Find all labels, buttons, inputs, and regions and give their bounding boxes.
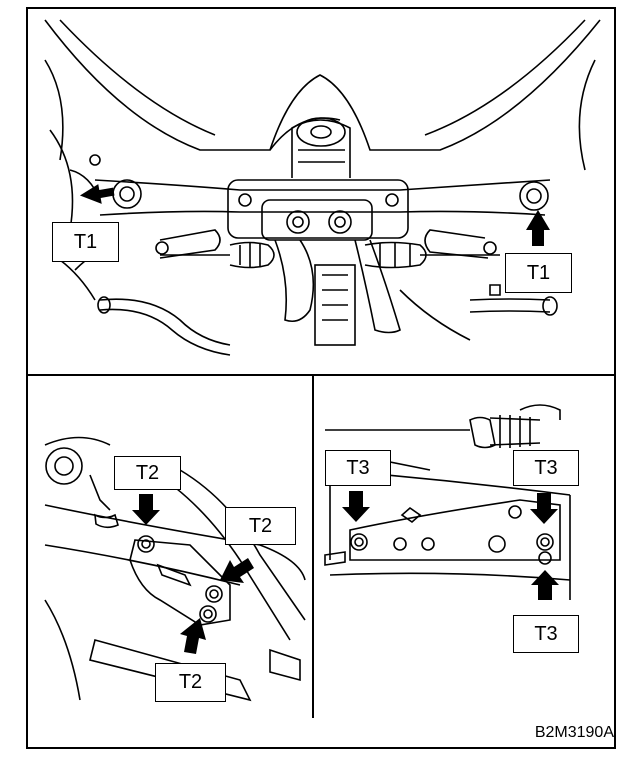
figure-code: B2M3190A [534, 724, 614, 741]
arrow-t3-left-icon [342, 491, 370, 522]
callout-t2-upper: T2 [114, 456, 181, 490]
callout-t3-left: T3 [325, 450, 391, 486]
callout-t2-right: T2 [225, 507, 296, 545]
callout-t3-lower: T3 [513, 615, 579, 653]
arrow-t1-left-icon [79, 184, 115, 204]
outer-frame [26, 7, 616, 749]
callout-t3-right: T3 [513, 450, 579, 486]
callout-t2-lower: T2 [155, 663, 226, 702]
arrow-t2-right-icon [220, 558, 254, 583]
arrow-t2-upper-icon [132, 494, 160, 525]
arrow-t3-lower-icon [531, 570, 559, 600]
arrow-t3-right-icon [530, 493, 558, 524]
callout-t1-right: T1 [505, 253, 572, 293]
arrow-t1-right-icon [526, 210, 550, 246]
arrow-t2-lower-icon [180, 618, 206, 654]
bottom-left-illustration [44, 436, 306, 702]
callout-t1-left: T1 [52, 222, 119, 262]
top-panel-illustration [44, 19, 601, 356]
